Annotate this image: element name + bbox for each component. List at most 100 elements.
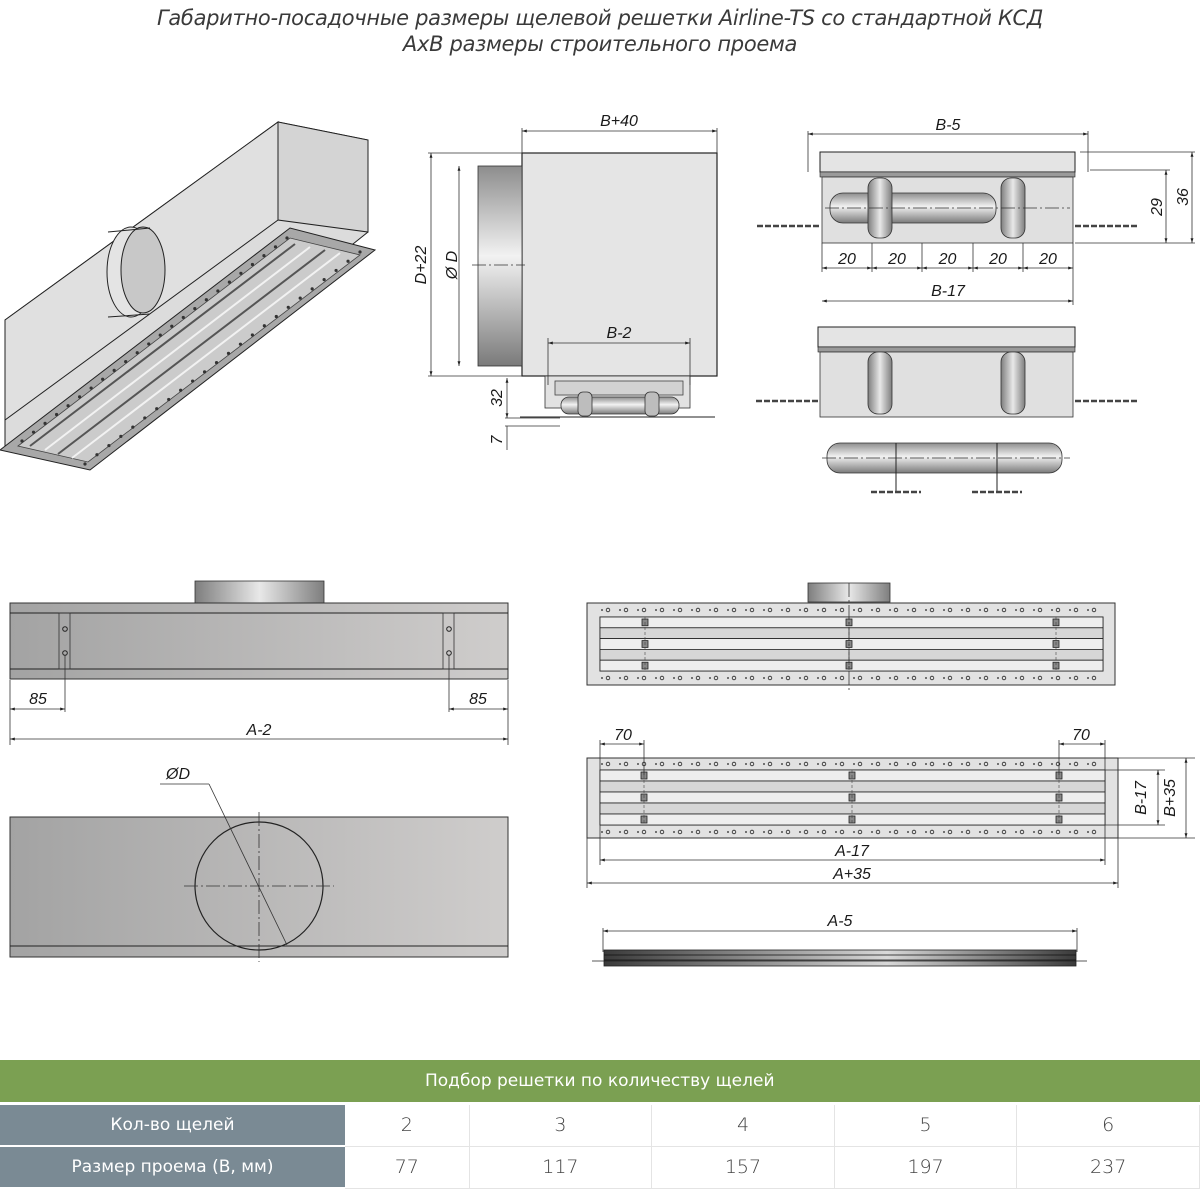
perforation-hole	[1091, 675, 1097, 681]
perforation-hole	[839, 829, 845, 835]
perforation-hole	[641, 607, 647, 613]
perforation-dot	[691, 609, 693, 611]
perforation-hole	[983, 607, 989, 613]
perforation-hole	[659, 761, 665, 767]
perforation-hole	[1037, 761, 1043, 767]
perforation-hole	[839, 761, 845, 767]
perforation-dot	[691, 677, 693, 679]
perforation-dot	[655, 677, 657, 679]
perforation-hole	[749, 829, 755, 835]
perforation-dot	[799, 831, 801, 833]
perforation-hole	[857, 607, 863, 613]
perforation-hole	[1073, 607, 1079, 613]
perforation-dot	[673, 609, 675, 611]
perforation-dot	[925, 763, 927, 765]
row-header-slot-count: Кол-во щелей	[0, 1103, 345, 1147]
perforation-dot	[871, 677, 873, 679]
perforation-dot	[979, 763, 981, 765]
perforation-dot	[943, 609, 945, 611]
perforation-dot	[925, 609, 927, 611]
perforation-dot	[1087, 609, 1089, 611]
perforation-dot	[853, 831, 855, 833]
perforation-dot	[601, 763, 603, 765]
perforation-hole	[158, 333, 162, 337]
perforation-dot	[727, 763, 729, 765]
perforation-hole	[204, 298, 208, 302]
perforation-hole	[1001, 675, 1007, 681]
perforation-hole	[239, 271, 243, 275]
perforation-hole	[605, 761, 611, 767]
perforation-dot	[637, 677, 639, 679]
perforation-dot	[1069, 831, 1071, 833]
perforation-hole	[677, 761, 683, 767]
perforation-hole	[713, 761, 719, 767]
perforation-hole	[929, 675, 935, 681]
perforation-dot	[907, 609, 909, 611]
perforation-hole	[89, 386, 93, 390]
dim-b-minus-17: B-17	[931, 283, 966, 300]
perforation-dot	[781, 677, 783, 679]
perforation-hole	[1037, 607, 1043, 613]
perforation-dot	[835, 677, 837, 679]
dim-b-plus-40: B+40	[600, 113, 638, 130]
perforation-hole	[623, 761, 629, 767]
perforation-hole	[803, 761, 809, 767]
perforation-dot	[943, 677, 945, 679]
dim-20: 20	[887, 251, 906, 268]
perforation-dot	[601, 609, 603, 611]
perforation-hole	[983, 675, 989, 681]
perforation-hole	[641, 675, 647, 681]
perforation-hole	[1055, 607, 1061, 613]
grille-slot	[599, 649, 1104, 661]
perforation-hole	[181, 315, 185, 320]
isometric-view	[0, 121, 377, 471]
dim-20: 20	[837, 251, 856, 268]
perforation-dot	[619, 677, 621, 679]
perforation-hole	[170, 324, 174, 328]
dim-b-plus-35: B+35	[1162, 779, 1179, 817]
perforation-dot	[601, 831, 603, 833]
perforation-hole	[929, 607, 935, 613]
dim-20: 20	[938, 251, 957, 268]
perforation-hole	[767, 829, 773, 835]
perforation-hole	[893, 761, 899, 767]
perforation-hole	[135, 351, 139, 355]
perforation-hole	[731, 675, 737, 681]
perforation-dot	[781, 763, 783, 765]
perforation-hole	[821, 675, 827, 681]
perforation-hole	[875, 607, 881, 613]
dim-85-left: 85	[29, 691, 47, 708]
perforation-hole	[155, 407, 159, 411]
perforation-dot	[673, 831, 675, 833]
perforation-hole	[713, 607, 719, 613]
grille-plenum-view	[586, 582, 1116, 690]
perforation-dot	[871, 609, 873, 611]
perforation-hole	[1001, 829, 1007, 835]
perforation-dot	[907, 831, 909, 833]
perforation-hole	[1001, 607, 1007, 613]
perforation-hole	[1055, 675, 1061, 681]
perforation-hole	[1019, 829, 1025, 835]
perforation-hole	[983, 761, 989, 767]
perforation-dot	[727, 677, 729, 679]
table-cell: 6	[1016, 1103, 1200, 1147]
perforation-dot	[997, 677, 999, 679]
perforation-hole	[285, 236, 289, 240]
perforation-hole	[767, 761, 773, 767]
perforation-dot	[1051, 677, 1053, 679]
perforation-dot	[835, 763, 837, 765]
perforation-dot	[637, 609, 639, 611]
perforation-hole	[1091, 829, 1097, 835]
perforation-hole	[286, 305, 290, 309]
perforation-hole	[298, 296, 302, 300]
perforation-dot	[727, 831, 729, 833]
table-row: Кол-во щелей 2 3 4 5 6	[0, 1103, 1200, 1147]
perforation-hole	[191, 379, 195, 383]
perforation-dot	[655, 831, 657, 833]
perforation-dot	[997, 609, 999, 611]
perforation-hole	[911, 829, 917, 835]
perforation-dot	[763, 763, 765, 765]
perforation-dot	[925, 677, 927, 679]
table-cell: 3	[469, 1103, 653, 1147]
